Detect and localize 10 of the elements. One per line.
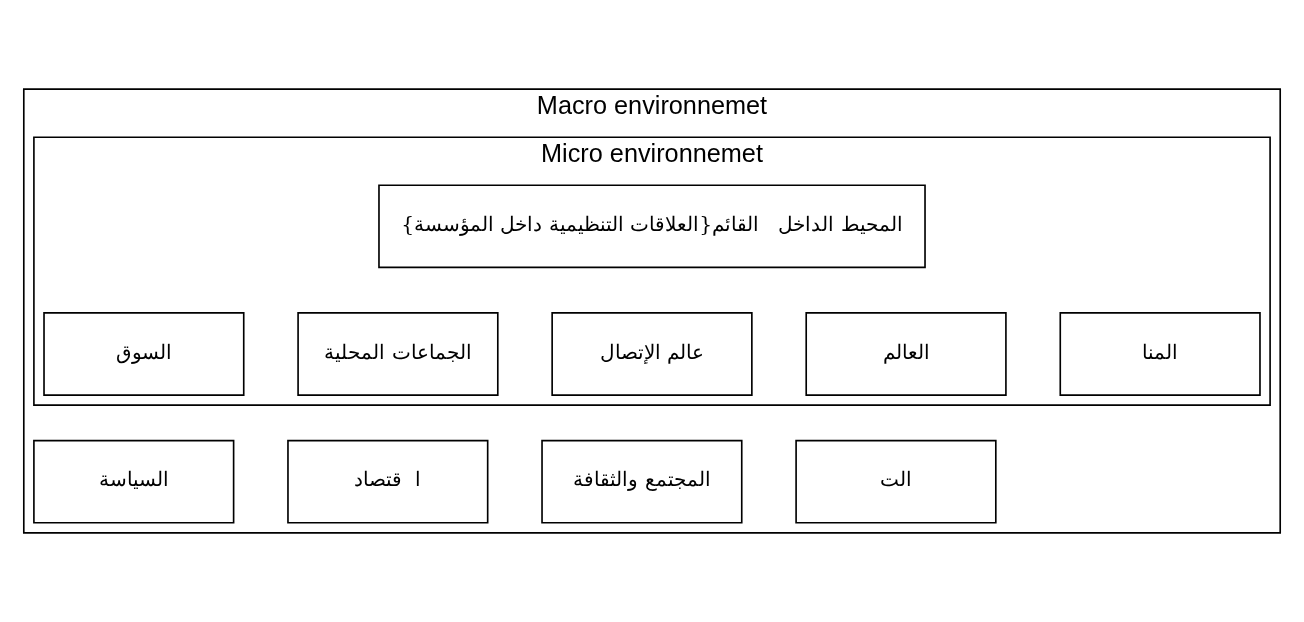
- node-box: عالم الإتصال: [551, 312, 753, 396]
- node-box: ا قتصاد: [287, 439, 489, 524]
- node-box: المجتمع والثقافة: [541, 439, 743, 524]
- node-box: المنا: [1059, 312, 1261, 396]
- node-box: العالم: [805, 312, 1007, 396]
- node-box: الجماعات المحلية: [297, 312, 499, 396]
- node-box: الت: [795, 439, 997, 524]
- node-box: المحيط الداخل القائم{العلاقات التنظيمية داخل المؤسسة}: [378, 184, 926, 269]
- node-box: السوق: [43, 312, 245, 396]
- node-box: السياسة: [33, 439, 235, 524]
